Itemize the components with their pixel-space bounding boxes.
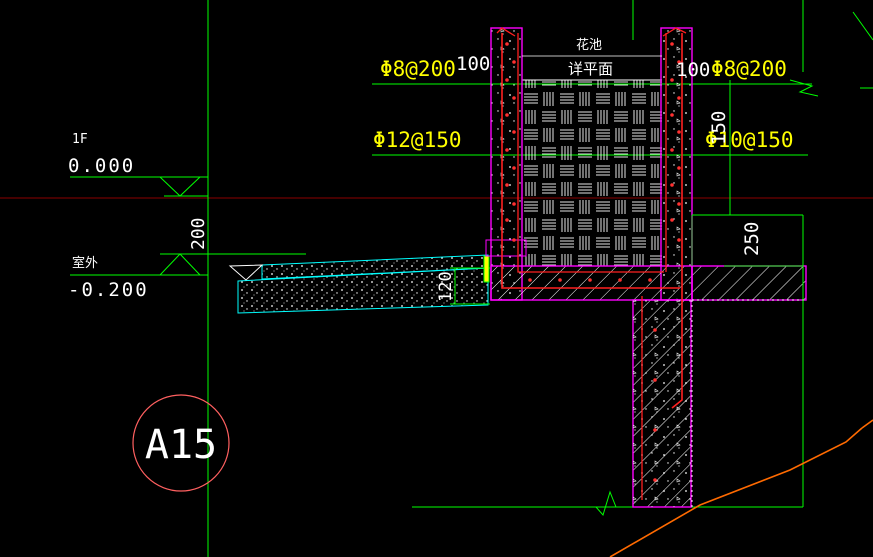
elevation-1f: 0.000	[68, 155, 135, 177]
exterior-label: 室外	[72, 255, 98, 271]
ground-line-tail	[861, 419, 873, 429]
planter-structure	[485, 27, 807, 508]
rebar-hook-right	[662, 27, 687, 37]
rebar-left-inner	[517, 33, 664, 273]
dimension-100-left: 100	[456, 53, 490, 75]
elevation-exterior: -0.200	[68, 279, 149, 301]
planter-annotations: 花池 详平面 100 100	[456, 37, 710, 81]
detail-tag-text: A15	[145, 422, 217, 468]
floor-slab-right	[691, 265, 807, 301]
level-mark-1f: 1F 0.000	[68, 132, 208, 197]
slab-edge-wedge	[228, 264, 264, 281]
dimension-120-text: 120	[436, 271, 456, 302]
rebar-label-mid-right: Φ10@150	[705, 128, 794, 152]
break-mark-far-right	[852, 11, 873, 41]
exterior-slab: 120	[228, 254, 490, 314]
rebar-labels: Φ8@200 Φ8@200 Φ12@150 Φ10@150	[373, 57, 794, 152]
detail-tag-circle	[132, 394, 230, 492]
rebar-left	[501, 33, 680, 289]
joint-box	[485, 239, 527, 257]
level-mark-exterior: 室外 -0.200	[68, 253, 306, 301]
rebar-right	[671, 33, 683, 409]
rebar-hook-left	[496, 27, 516, 37]
detail-tag: A15	[132, 394, 230, 492]
right-dimensions: 150 250	[691, 11, 873, 507]
dimension-200-text: 200	[188, 217, 209, 250]
rebar-label-top-left: Φ8@200	[380, 57, 456, 81]
joint-filler	[483, 255, 490, 283]
dimension-150-text: 150	[708, 111, 730, 145]
planter-label-line1: 花池	[576, 37, 602, 53]
break-mark	[595, 490, 617, 517]
rebar-dots	[505, 42, 681, 482]
rebar-label-mid-left: Φ12@150	[373, 128, 462, 152]
planter-bottom-slab	[490, 265, 693, 301]
planter-label-line2: 详平面	[568, 60, 613, 78]
dimension-200: 200	[188, 217, 209, 250]
natural-ground-line	[609, 427, 863, 557]
break-mark-top-right	[789, 79, 819, 97]
planter-left-wall	[490, 27, 523, 301]
dimension-100-right: 100	[676, 59, 710, 81]
planter-soil	[522, 80, 662, 266]
floor-label-1f: 1F	[72, 132, 88, 147]
dimension-250-text: 250	[741, 222, 763, 256]
rebar-label-top-right: Φ8@200	[711, 57, 787, 81]
